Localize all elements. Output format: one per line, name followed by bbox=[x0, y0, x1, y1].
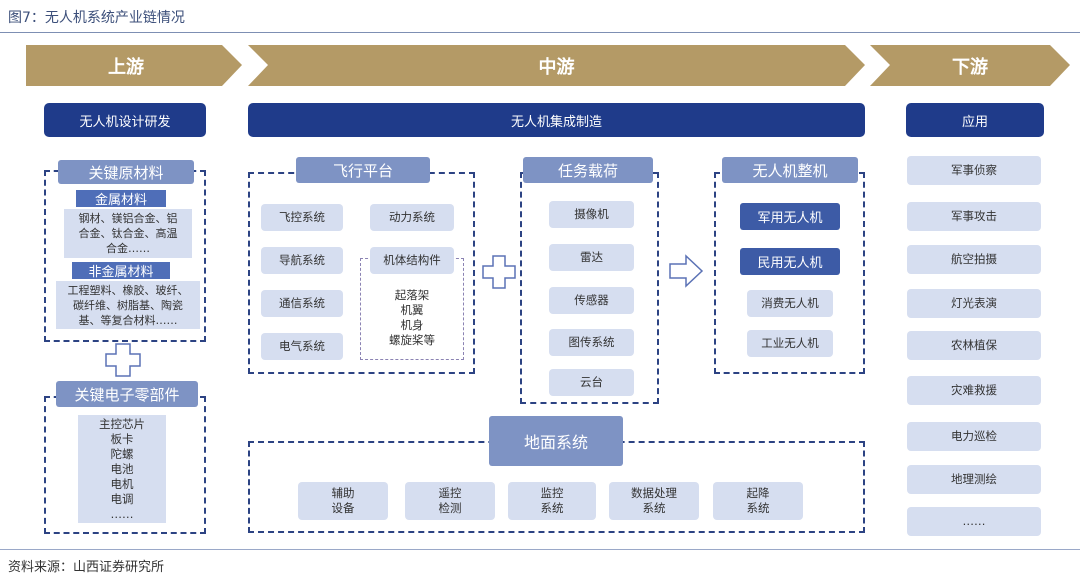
ground-item: 数据处理 系统 bbox=[609, 482, 699, 520]
electronics-items: 主控芯片 板卡 陀螺 电池 电机 电调 …… bbox=[78, 415, 166, 523]
nonmetal-head: 非金属材料 bbox=[72, 262, 170, 280]
plus-icon bbox=[482, 255, 516, 289]
structure-item: 起落架 bbox=[394, 288, 430, 302]
source-rule bbox=[0, 549, 1080, 550]
power-system: 动力系统 bbox=[370, 204, 454, 231]
payload-item: 传感器 bbox=[549, 287, 634, 314]
stage-downstream-label: 下游 bbox=[952, 56, 988, 78]
nonmetal-item: 碳纤维、树脂基、陶瓷 bbox=[73, 299, 183, 312]
downstream-arrow bbox=[870, 45, 1070, 86]
nonmetal-item: 基、等复合材料…… bbox=[78, 314, 178, 327]
design-box: 无人机设计研发 bbox=[44, 103, 206, 137]
metal-head: 金属材料 bbox=[76, 190, 166, 208]
arrow-right-icon bbox=[669, 254, 704, 288]
application-item: 灾难救援 bbox=[907, 376, 1041, 405]
ground-item-line: 辅助 bbox=[331, 486, 355, 500]
ground-item: 起降 系统 bbox=[713, 482, 803, 520]
application-item: 军事攻击 bbox=[907, 202, 1041, 231]
source-note: 资料来源：山西证券研究所 bbox=[8, 560, 165, 575]
flight-item: 电气系统 bbox=[261, 333, 343, 360]
application-item: 电力巡检 bbox=[907, 422, 1041, 451]
application-head: 应用 bbox=[906, 103, 1044, 137]
ground-item: 辅助 设备 bbox=[298, 482, 388, 520]
electronics-item: 电调 bbox=[110, 492, 134, 506]
plus-icon bbox=[105, 343, 141, 377]
electronics-item: 板卡 bbox=[110, 432, 134, 446]
payload-item: 图传系统 bbox=[549, 329, 634, 356]
flight-item: 飞控系统 bbox=[261, 204, 343, 231]
ground-system-head: 地面系统 bbox=[489, 416, 623, 466]
ground-item: 遥控 检测 bbox=[405, 482, 495, 520]
application-item: 地理测绘 bbox=[907, 465, 1041, 494]
military-drone: 军用无人机 bbox=[740, 203, 840, 230]
ground-item-line: 遥控 bbox=[438, 486, 462, 500]
stage-midstream-label: 中游 bbox=[538, 56, 575, 78]
ground-item-line: 检测 bbox=[438, 501, 462, 515]
figure-title: 图7：无人机系统产业链情况 bbox=[8, 10, 185, 26]
electronics-item: …… bbox=[110, 507, 134, 521]
payload-item: 云台 bbox=[549, 369, 634, 396]
consumer-drone: 消费无人机 bbox=[747, 290, 833, 317]
ground-item-line: 数据处理 bbox=[631, 486, 677, 500]
nonmetal-item: 工程塑料、橡胶、玻纤、 bbox=[67, 284, 189, 297]
payload-item: 摄像机 bbox=[549, 201, 634, 228]
midstream-arrow bbox=[248, 45, 865, 86]
flight-platform-head: 飞行平台 bbox=[296, 157, 430, 183]
metal-item: 钢材、镁铝合金、铝 bbox=[78, 212, 178, 225]
materials-head: 关键原材料 bbox=[58, 160, 194, 184]
ground-item-line: 系统 bbox=[540, 501, 564, 515]
structure-item: 螺旋桨等 bbox=[389, 333, 435, 347]
nonmetal-items: 工程塑料、橡胶、玻纤、 碳纤维、树脂基、陶瓷 基、等复合材料…… bbox=[56, 281, 200, 329]
ground-item-line: 设备 bbox=[331, 501, 355, 515]
ground-item-line: 系统 bbox=[746, 501, 770, 515]
ground-item-line: 起降 bbox=[746, 486, 770, 500]
ground-item-line: 监控 bbox=[540, 486, 564, 500]
application-item: 航空拍摄 bbox=[907, 245, 1041, 274]
application-item: 灯光表演 bbox=[907, 289, 1041, 318]
structure-items: 起落架 机翼 机身 螺旋桨等 bbox=[366, 288, 458, 348]
structure-item: 机身 bbox=[400, 318, 424, 332]
electronics-item: 电池 bbox=[110, 462, 134, 476]
ground-item-line: 系统 bbox=[642, 501, 666, 515]
application-item: 农林植保 bbox=[907, 331, 1041, 360]
flight-item: 导航系统 bbox=[261, 247, 343, 274]
metal-item: 合金、钛合金、高温 bbox=[78, 227, 178, 240]
flight-item: 通信系统 bbox=[261, 290, 343, 317]
structure-item: 机翼 bbox=[400, 303, 424, 317]
upstream-arrow bbox=[26, 45, 242, 86]
application-item: …… bbox=[907, 507, 1041, 536]
electronics-item: 陀螺 bbox=[110, 447, 134, 461]
title-rule bbox=[0, 32, 1080, 33]
metal-item: 合金…… bbox=[106, 242, 150, 255]
whole-aircraft-head: 无人机整机 bbox=[722, 157, 858, 183]
electronics-head: 关键电子零部件 bbox=[56, 381, 198, 407]
metal-items: 钢材、镁铝合金、铝 合金、钛合金、高温 合金…… bbox=[64, 209, 192, 258]
electronics-item: 电机 bbox=[110, 477, 134, 491]
electronics-item: 主控芯片 bbox=[99, 417, 145, 431]
payload-item: 雷达 bbox=[549, 244, 634, 271]
application-item: 军事侦察 bbox=[907, 156, 1041, 185]
industrial-drone: 工业无人机 bbox=[747, 330, 833, 357]
stage-arrows bbox=[26, 45, 1070, 86]
stage-upstream-label: 上游 bbox=[108, 56, 144, 78]
ground-item: 监控 系统 bbox=[508, 482, 596, 520]
payload-head: 任务载荷 bbox=[523, 157, 653, 183]
civil-drone: 民用无人机 bbox=[740, 248, 840, 275]
structure-head: 机体结构件 bbox=[370, 247, 454, 274]
integration-box: 无人机集成制造 bbox=[248, 103, 865, 137]
